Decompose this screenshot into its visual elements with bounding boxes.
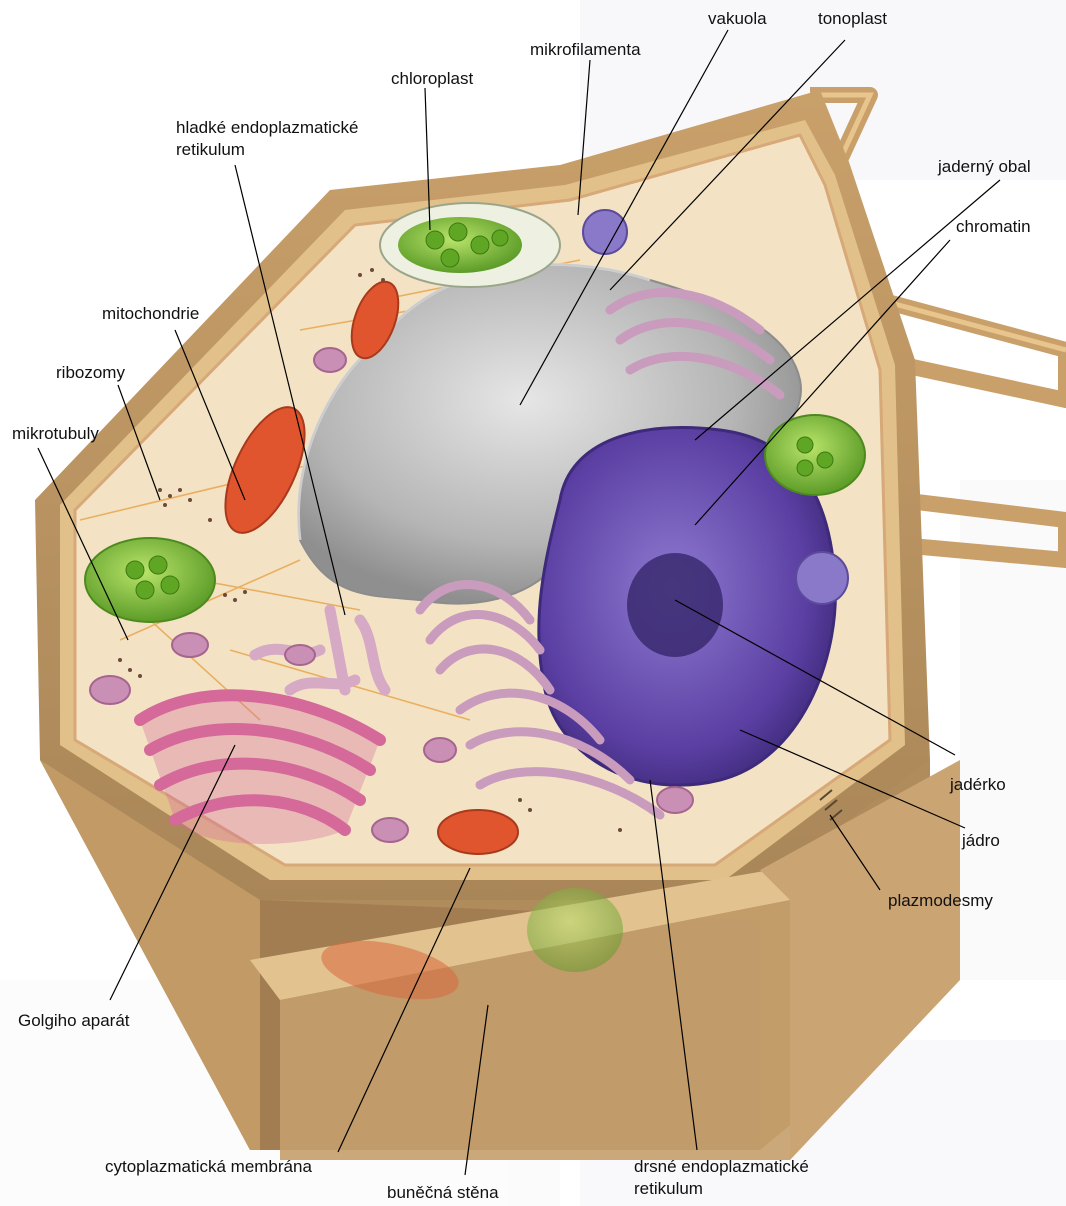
label-bunecna-stena: buněčná stěna bbox=[387, 1182, 499, 1204]
label-mikrofilamenta: mikrofilamenta bbox=[530, 39, 641, 61]
nucleolus bbox=[627, 553, 723, 657]
label-drsne-er-line1: drsné endoplazmatické bbox=[634, 1156, 809, 1178]
label-cytoplazmaticka-membrana: cytoplazmatická membrána bbox=[105, 1156, 312, 1178]
label-chloroplast: chloroplast bbox=[391, 68, 473, 90]
label-mitochondrie: mitochondrie bbox=[102, 303, 199, 325]
label-hladke-er-line1: hladké endoplazmatické bbox=[176, 117, 358, 139]
label-vakuola: vakuola bbox=[708, 8, 767, 30]
label-jaderko: jadérko bbox=[950, 774, 1006, 796]
label-hladke-er-line2: retikulum bbox=[176, 139, 358, 161]
label-chromatin: chromatin bbox=[956, 216, 1031, 238]
label-drsne-er: drsné endoplazmatické retikulum bbox=[634, 1156, 809, 1200]
label-jaderny-obal: jaderný obal bbox=[938, 156, 1031, 178]
label-jadro: jádro bbox=[962, 830, 1000, 852]
label-ribozomy: ribozomy bbox=[56, 362, 125, 384]
label-drsne-er-line2: retikulum bbox=[634, 1178, 809, 1200]
label-tonoplast: tonoplast bbox=[818, 8, 887, 30]
label-plazmodesmy: plazmodesmy bbox=[888, 890, 993, 912]
label-mikrotubuly: mikrotubuly bbox=[12, 423, 99, 445]
label-golgiho-aparat: Golgiho aparát bbox=[18, 1010, 130, 1032]
label-hladke-er: hladké endoplazmatické retikulum bbox=[176, 117, 358, 161]
